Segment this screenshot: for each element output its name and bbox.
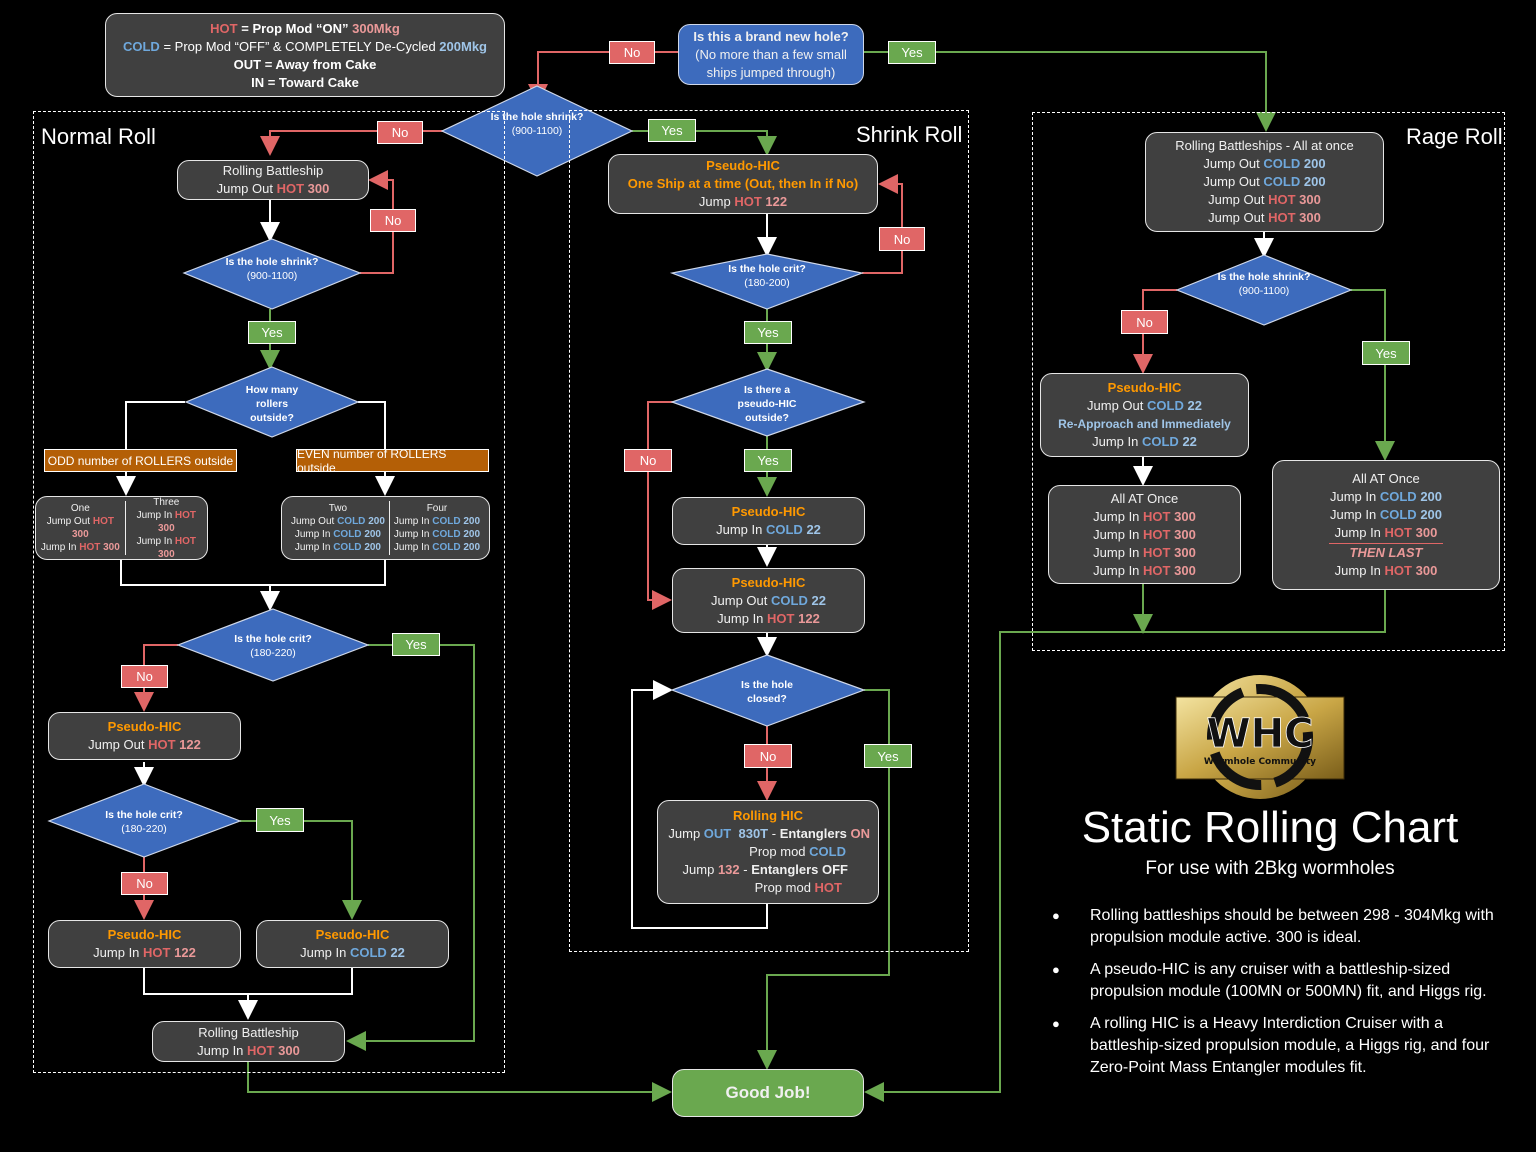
rage-roll-title: Rage Roll bbox=[1406, 124, 1503, 149]
decision-closed bbox=[670, 654, 866, 727]
decision-normal-crit2 bbox=[47, 783, 242, 858]
normal-shrink-no-label: No bbox=[370, 209, 416, 232]
connector bbox=[647, 401, 673, 610]
shrink-roll-title: Shrink Roll bbox=[856, 122, 963, 147]
shrink-crit-no-label: No bbox=[879, 227, 925, 251]
normal-crit2-yes-label: Yes bbox=[256, 808, 304, 832]
rage-battleships-out-box: Rolling Battleships - All at once Jump O… bbox=[1145, 132, 1384, 232]
normal-crit2-no-label: No bbox=[121, 872, 168, 895]
notes-list: Rolling battleships should be between 29… bbox=[1050, 905, 1500, 1089]
normal-crit1-yes-label: Yes bbox=[392, 633, 440, 656]
even-rollers-label: EVEN number of ROLLERS outside bbox=[296, 447, 489, 475]
shrink-roll-frame bbox=[569, 110, 969, 952]
odd-rollers-box: One Jump Out HOT 300 Jump In HOT 300 Thr… bbox=[35, 496, 208, 560]
then-last-divider bbox=[1329, 543, 1443, 544]
connector bbox=[1351, 289, 1395, 461]
decision-normal-crit1 bbox=[176, 608, 370, 682]
odd-rollers-label: ODD number of ROLLERS outside bbox=[44, 449, 237, 472]
top-decision-no-label: No bbox=[377, 121, 423, 144]
rage-yes-all-at-once-box: All AT Once Jump In COLD 200 Jump In COL… bbox=[1272, 460, 1500, 590]
connector bbox=[631, 680, 768, 929]
rage-no-all-at-once-box: All AT Once Jump In HOT 300 Jump In HOT … bbox=[1048, 485, 1241, 584]
legend-box: HOT = Prop Mod “ON” 300Mkg COLD = Prop M… bbox=[105, 13, 505, 97]
normal-phic-in-cold-box: Pseudo-HIC Jump In COLD 22 bbox=[256, 920, 449, 968]
note-item: A rolling HIC is a Heavy Interdiction Cr… bbox=[1050, 1013, 1500, 1079]
chart-title: Static Rolling Chart bbox=[1081, 803, 1459, 852]
normal-final-battleship-box: Rolling Battleship Jump In HOT 300 bbox=[152, 1021, 345, 1062]
shrink-phic-in-box: Pseudo-HIC Jump In COLD 22 bbox=[672, 497, 865, 545]
swirl-ring bbox=[1207, 684, 1313, 790]
connector bbox=[757, 689, 890, 1070]
even-rollers-box: Two Jump Out COLD 200 Jump In COLD 200 J… bbox=[281, 496, 490, 560]
chart-subtitle: For use with 2Bkg wormholes bbox=[1145, 858, 1395, 879]
rolling-hic-box: Rolling HIC Jump OUT 830T - Entanglers O… bbox=[657, 800, 879, 904]
note-item: Rolling battleships should be between 29… bbox=[1050, 905, 1500, 949]
whc-logo: WHC Wormhole Community bbox=[1175, 675, 1345, 799]
start-question-box: Is this a brand new hole? (No more than … bbox=[678, 24, 864, 85]
start-yes-label: Yes bbox=[888, 41, 936, 64]
phic-outside-yes-label: Yes bbox=[744, 449, 792, 472]
connector bbox=[247, 1061, 672, 1102]
decision-rage-shrink bbox=[1175, 254, 1353, 326]
connector bbox=[864, 590, 1386, 1102]
normal-roll-frame bbox=[33, 111, 505, 1073]
normal-rolling-battleship-out: Rolling Battleship Jump Out HOT 300 bbox=[177, 160, 369, 200]
normal-phic-in-hot-box: Pseudo-HIC Jump In HOT 122 bbox=[48, 920, 241, 968]
shrink-crit-yes-label: Yes bbox=[744, 321, 792, 344]
start-no-label: No bbox=[609, 41, 655, 64]
top-decision-yes-label: Yes bbox=[648, 119, 696, 142]
connector bbox=[1133, 289, 1177, 374]
hole-closed-yes-label: Yes bbox=[864, 744, 912, 768]
normal-roll-title: Normal Roll bbox=[41, 124, 156, 149]
connector bbox=[358, 401, 386, 450]
good-job-box: Good Job! bbox=[672, 1069, 864, 1117]
connector bbox=[120, 560, 386, 586]
connector bbox=[528, 51, 678, 104]
rage-roll-frame bbox=[1032, 112, 1505, 651]
note-item: A pseudo-HIC is any cruiser with a battl… bbox=[1050, 959, 1500, 1003]
normal-phic-out-box: Pseudo-HIC Jump Out HOT 122 bbox=[48, 712, 241, 760]
rage-shrink-yes-label: Yes bbox=[1362, 341, 1410, 365]
shrink-phic-outin-box: Pseudo-HIC Jump Out COLD 22 Jump In HOT … bbox=[672, 568, 865, 633]
rage-shrink-no-label: No bbox=[1121, 310, 1168, 334]
logo-main-text: WHC bbox=[1207, 711, 1314, 757]
shrink-phic-step-box: Pseudo-HIC One Ship at a time (Out, then… bbox=[608, 154, 878, 214]
normal-crit1-no-label: No bbox=[121, 665, 168, 688]
normal-shrink-yes-label: Yes bbox=[248, 321, 296, 344]
rage-phic-box: Pseudo-HIC Jump Out COLD 22 Re-Approach … bbox=[1040, 373, 1249, 457]
logo-sub-text: Wormhole Community bbox=[1204, 757, 1316, 767]
hole-closed-no-label: No bbox=[744, 744, 792, 768]
connector bbox=[864, 51, 1276, 132]
decision-normal-shrink bbox=[182, 238, 362, 310]
decision-shrink-crit bbox=[669, 253, 865, 310]
connector bbox=[125, 401, 185, 450]
decision-phic-outside bbox=[670, 368, 866, 437]
decision-top-shrink bbox=[440, 85, 634, 177]
phic-outside-no-label: No bbox=[624, 449, 672, 472]
decision-rollers bbox=[184, 366, 360, 438]
